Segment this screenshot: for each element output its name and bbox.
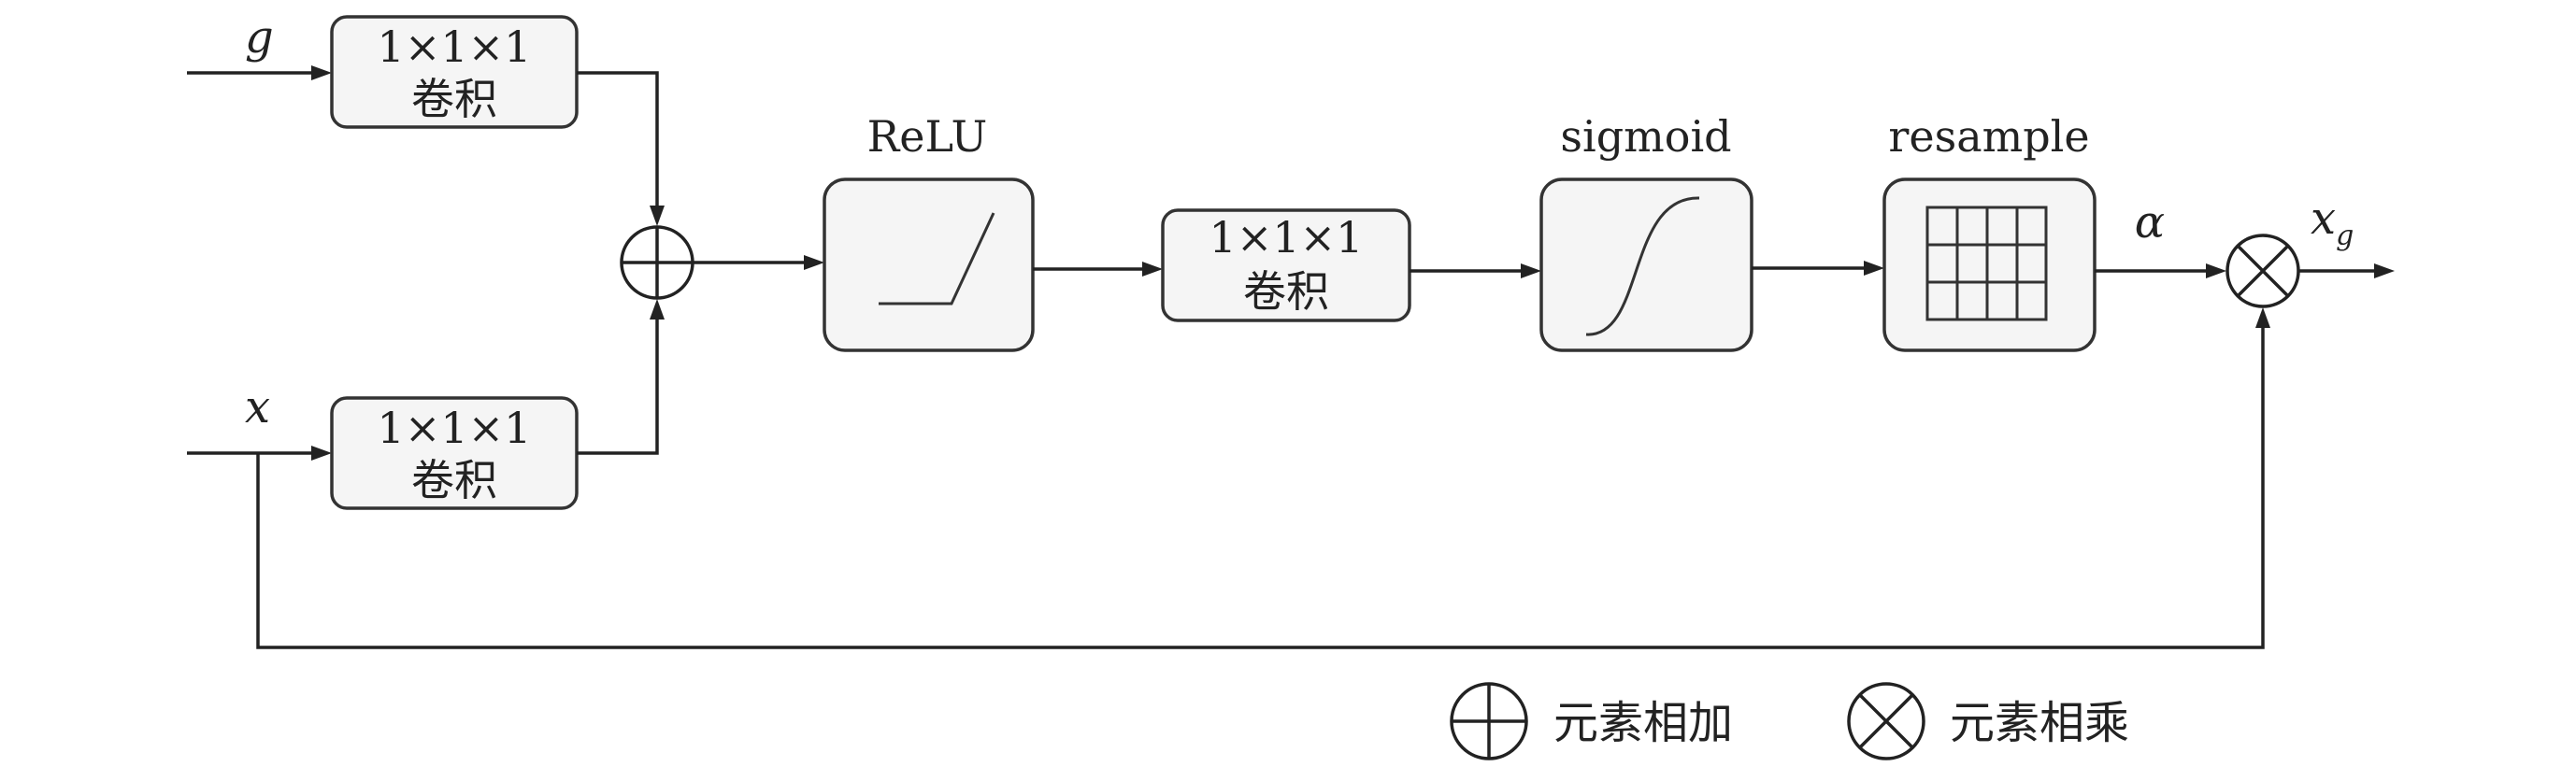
- top-conv-to-add-line: [577, 71, 659, 207]
- skip-connection-arrow: [2255, 307, 2270, 328]
- legend-mul-b: [1858, 693, 1914, 749]
- resample-label: resample: [1888, 111, 2089, 162]
- relu-label: ReLU: [867, 111, 988, 162]
- element-add-node: [620, 225, 694, 300]
- input-g-arrow: [311, 65, 332, 80]
- conv-block-bottom-line2: 卷积: [411, 455, 497, 505]
- output-label: xg: [2311, 192, 2354, 252]
- bottom-conv-to-add-line: [577, 318, 659, 455]
- sigmoid-block: [1539, 178, 1753, 352]
- relu-box: [823, 178, 1035, 352]
- add-to-relu-arrow: [804, 255, 824, 270]
- conv-block-middle-line2: 卷积: [1243, 266, 1329, 317]
- conv-block-top-line1: 1×1×1: [378, 21, 532, 72]
- relu-block: [823, 178, 1035, 352]
- legend-multiply-label: 元素相乘: [1950, 697, 2129, 749]
- conv-block-top: 1×1×1 卷积: [330, 15, 579, 129]
- skip-connection-line: [256, 326, 2265, 649]
- legend-multiply-icon: [1847, 682, 1925, 760]
- conv-to-sigmoid-arrow: [1521, 263, 1541, 278]
- conv-block-bottom: 1×1×1 卷积: [330, 396, 579, 510]
- element-multiply-node: [2225, 234, 2300, 308]
- legend: 元素相加 元素相乘: [1450, 682, 2129, 760]
- output-label-main: x: [2311, 192, 2336, 245]
- relu-curve-icon: [879, 212, 995, 305]
- conv-block-middle-box: [1161, 208, 1411, 322]
- output-label-sub: g: [2336, 220, 2354, 252]
- sigmoid-to-resample-arrow: [1864, 261, 1884, 276]
- conv-block-bottom-line1: 1×1×1: [378, 403, 532, 453]
- input-x-label: x: [245, 381, 270, 433]
- output-arrow: [2374, 263, 2395, 278]
- input-g-label: g: [245, 11, 274, 64]
- bottom-conv-to-add-arrow: [650, 299, 665, 320]
- input-x-arrow: [311, 446, 332, 461]
- sigmoid-box: [1539, 178, 1753, 352]
- legend-mul-circle: [1847, 682, 1925, 760]
- legend-add-label: 元素相加: [1553, 697, 1733, 749]
- grid-icon: [1925, 206, 2048, 321]
- conv-block-middle-line1: 1×1×1: [1209, 212, 1364, 263]
- alpha-label: α: [2135, 196, 2165, 249]
- sigmoid-curve-icon: [1585, 196, 1700, 336]
- relu-to-conv-arrow: [1142, 262, 1163, 277]
- mul-cross-b: [2236, 244, 2290, 298]
- resample-box: [1882, 178, 2097, 352]
- resample-block: [1882, 178, 2097, 352]
- top-conv-to-add-arrow: [650, 206, 665, 226]
- conv-block-top-line2: 卷积: [411, 74, 497, 124]
- conv-block-middle: 1×1×1 卷积: [1161, 208, 1411, 322]
- sigmoid-label: sigmoid: [1560, 111, 1731, 162]
- legend-add-icon: [1450, 682, 1528, 760]
- resample-to-mul-arrow: [2206, 263, 2226, 278]
